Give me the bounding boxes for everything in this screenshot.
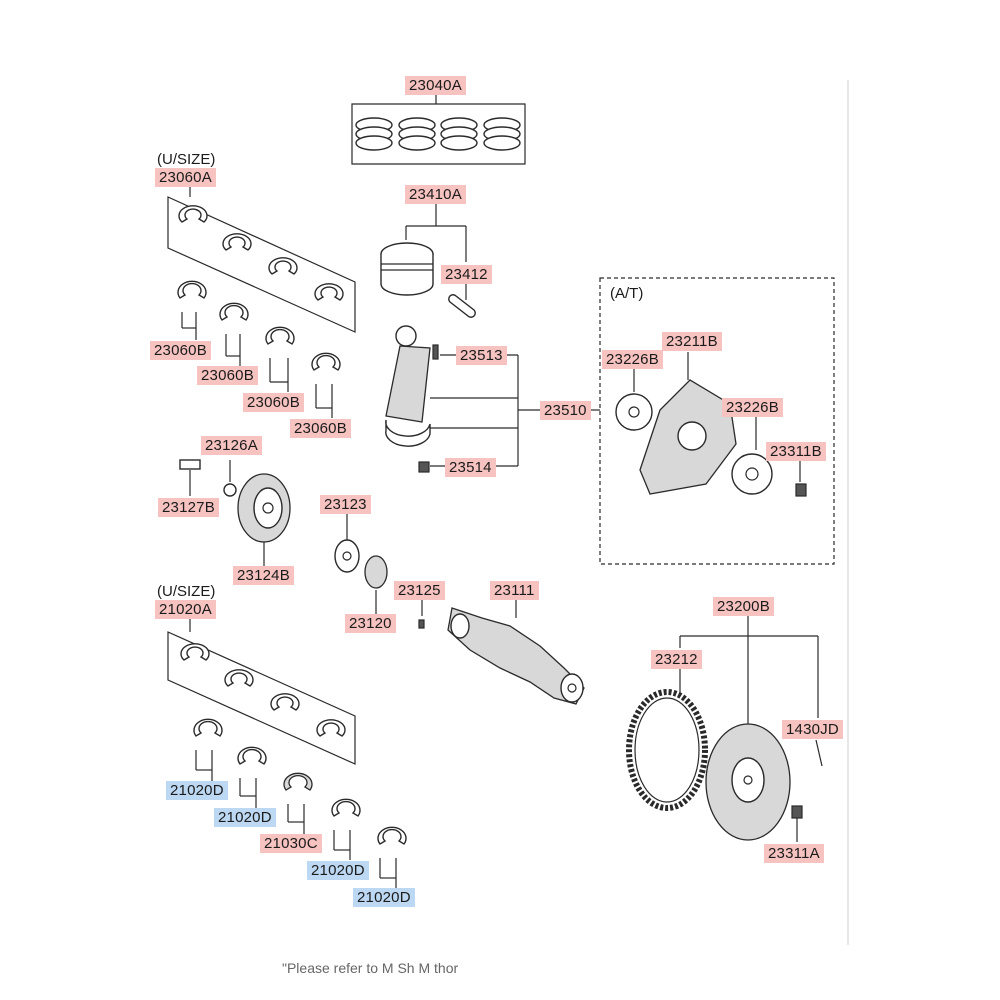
part-label-21030C[interactable]: 21030C bbox=[260, 834, 322, 853]
part-label-23125[interactable]: 23125 bbox=[394, 581, 445, 600]
part-label-21020D[interactable]: 21020D bbox=[353, 888, 415, 907]
connecting-rod-icon bbox=[385, 325, 540, 473]
part-label-23410A[interactable]: 23410A bbox=[405, 185, 466, 204]
part-label-23060B[interactable]: 23060B bbox=[150, 341, 211, 360]
part-label-23513[interactable]: 23513 bbox=[456, 346, 507, 365]
crank-sprocket-icon bbox=[334, 514, 425, 629]
flywheel-icon bbox=[626, 614, 823, 842]
crankshaft-icon bbox=[447, 598, 585, 705]
part-label-23124B[interactable]: 23124B bbox=[233, 566, 294, 585]
part-label-23226B[interactable]: 23226B bbox=[722, 398, 783, 417]
part-label-23126A[interactable]: 23126A bbox=[201, 436, 262, 455]
piston-rings-icon bbox=[351, 94, 526, 165]
part-label-23127B[interactable]: 23127B bbox=[158, 498, 219, 517]
part-label-23226B[interactable]: 23226B bbox=[602, 350, 663, 369]
part-label-23200B[interactable]: 23200B bbox=[713, 597, 774, 616]
main-bearing-set-icon bbox=[167, 619, 407, 888]
part-label-23120[interactable]: 23120 bbox=[345, 614, 396, 633]
part-label-21020D[interactable]: 21020D bbox=[307, 861, 369, 880]
footer-note: "Please refer to M Sh M thor bbox=[282, 960, 459, 976]
part-label-21020D[interactable]: 21020D bbox=[214, 808, 276, 827]
part-label-23211B[interactable]: 23211B bbox=[662, 332, 722, 351]
part-label-23311B[interactable]: 23311B bbox=[766, 442, 826, 461]
part-label-1430JD[interactable]: 1430JD bbox=[782, 720, 843, 739]
automatic-transmission-group-box bbox=[586, 277, 835, 565]
part-label-23060B[interactable]: 23060B bbox=[197, 366, 258, 385]
part-label-23111[interactable]: 23111 bbox=[490, 581, 539, 600]
piston-icon bbox=[380, 204, 476, 318]
damper-pulley-icon bbox=[179, 459, 291, 566]
part-label-23040A[interactable]: 23040A bbox=[405, 76, 466, 95]
part-label-23311A[interactable]: 23311A bbox=[764, 844, 824, 863]
at-group-title: (A/T) bbox=[610, 285, 644, 302]
part-label-23514[interactable]: 23514 bbox=[445, 458, 496, 477]
connecting-rod-bearing-set-icon bbox=[167, 187, 356, 418]
part-label-23510[interactable]: 23510 bbox=[540, 401, 591, 420]
part-label-23060A[interactable]: 23060A bbox=[155, 168, 216, 187]
part-label-23212[interactable]: 23212 bbox=[651, 650, 702, 669]
part-label-23123[interactable]: 23123 bbox=[320, 495, 371, 514]
part-label-23412[interactable]: 23412 bbox=[441, 265, 492, 284]
undersize-note-lower: (U/SIZE) bbox=[157, 583, 216, 600]
part-label-23060B[interactable]: 23060B bbox=[290, 419, 351, 438]
part-label-23060B[interactable]: 23060B bbox=[243, 393, 304, 412]
undersize-note-upper: (U/SIZE) bbox=[157, 151, 216, 168]
part-label-21020A[interactable]: 21020A bbox=[155, 600, 216, 619]
part-label-21020D[interactable]: 21020D bbox=[166, 781, 228, 800]
